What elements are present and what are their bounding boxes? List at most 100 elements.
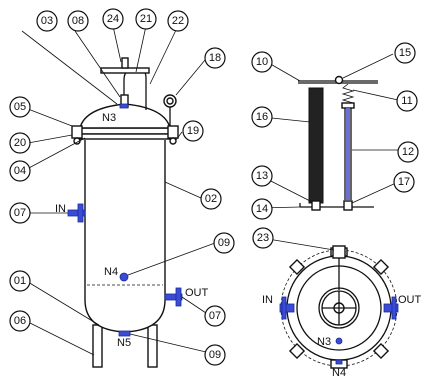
svg-text:12: 12 bbox=[402, 146, 414, 158]
n5-drain bbox=[118, 330, 131, 337]
callout-15: 15 bbox=[394, 42, 416, 64]
outlet-top-flange bbox=[391, 296, 397, 320]
cartridge-assembly bbox=[298, 75, 378, 211]
vessel-shell bbox=[84, 140, 166, 333]
bottom-seal-right bbox=[343, 200, 353, 211]
lug-bl bbox=[288, 342, 306, 360]
lug-tr bbox=[372, 258, 390, 276]
outlet-flange bbox=[175, 287, 182, 307]
inlet-flange bbox=[77, 203, 84, 223]
callout-23: 23 bbox=[252, 227, 274, 249]
top-nut bbox=[334, 75, 344, 85]
callout-06: 06 bbox=[9, 310, 31, 332]
rod-fill bbox=[346, 108, 350, 200]
svg-text:09: 09 bbox=[209, 349, 221, 361]
svg-text:07: 07 bbox=[14, 207, 26, 219]
bottom-seal-left bbox=[311, 200, 321, 211]
main-vessel bbox=[67, 57, 183, 368]
inlet-top-flange bbox=[281, 296, 287, 320]
callout-04: 04 bbox=[9, 160, 31, 182]
callout-02: 02 bbox=[200, 188, 222, 210]
callout-22: 22 bbox=[167, 10, 189, 32]
callout-09b: 09 bbox=[204, 344, 226, 366]
inlet-top bbox=[279, 303, 295, 313]
label-n3-main: N3 bbox=[102, 112, 116, 124]
leg-left bbox=[92, 324, 103, 368]
svg-text:19: 19 bbox=[187, 125, 199, 137]
svg-text:17: 17 bbox=[398, 176, 410, 188]
svg-text:09: 09 bbox=[218, 237, 230, 249]
label-n4-top: N4 bbox=[332, 367, 346, 378]
callout-20: 20 bbox=[9, 132, 31, 154]
svg-text:10: 10 bbox=[256, 56, 268, 68]
svg-text:02: 02 bbox=[205, 193, 217, 205]
svg-text:04: 04 bbox=[14, 165, 26, 177]
n4-port bbox=[119, 272, 129, 282]
callout-11: 11 bbox=[396, 90, 418, 112]
callout-07b: 07 bbox=[204, 305, 226, 327]
label-out-main: OUT bbox=[185, 287, 209, 299]
callout-24: 24 bbox=[102, 8, 124, 30]
svg-text:07: 07 bbox=[209, 310, 221, 322]
filter-cartridge bbox=[308, 87, 324, 204]
svg-text:16: 16 bbox=[256, 111, 268, 123]
svg-text:14: 14 bbox=[256, 203, 268, 215]
callout-bubbles: 03 08 24 21 22 18 05 20 04 19 02 07 09 0… bbox=[9, 8, 419, 366]
n3-top bbox=[335, 337, 343, 345]
callout-12: 12 bbox=[397, 141, 419, 163]
label-n5-main: N5 bbox=[117, 337, 131, 349]
svg-text:06: 06 bbox=[14, 315, 26, 327]
callout-10: 10 bbox=[251, 51, 273, 73]
svg-text:24: 24 bbox=[107, 13, 119, 25]
vent-top bbox=[332, 245, 346, 259]
label-n3-top: N3 bbox=[317, 336, 331, 348]
callout-05: 05 bbox=[9, 96, 31, 118]
callout-18: 18 bbox=[204, 47, 226, 69]
callout-16: 16 bbox=[251, 106, 273, 128]
lug-tl bbox=[288, 258, 306, 276]
svg-text:20: 20 bbox=[14, 137, 26, 149]
lug-br bbox=[372, 342, 390, 360]
callout-17: 17 bbox=[393, 171, 415, 193]
callout-08: 08 bbox=[67, 10, 89, 32]
svg-text:08: 08 bbox=[72, 15, 84, 27]
callout-03: 03 bbox=[36, 10, 58, 32]
spring-seat bbox=[341, 102, 355, 109]
svg-text:21: 21 bbox=[140, 13, 152, 25]
label-out-top: OUT bbox=[398, 294, 422, 306]
svg-text:11: 11 bbox=[401, 95, 412, 107]
callout-09a: 09 bbox=[213, 232, 235, 254]
n4-top bbox=[335, 359, 343, 365]
svg-text:15: 15 bbox=[399, 47, 411, 59]
callout-14: 14 bbox=[251, 198, 273, 220]
top-view bbox=[279, 245, 399, 369]
svg-text:18: 18 bbox=[209, 52, 221, 64]
handwheel bbox=[100, 67, 150, 74]
label-in-main: IN bbox=[55, 203, 66, 215]
lift-ring-hole bbox=[166, 97, 174, 105]
flange-gasket bbox=[79, 133, 171, 140]
handwheel-stem bbox=[121, 57, 129, 69]
clamp-nut-right bbox=[169, 137, 177, 145]
clamp-left bbox=[71, 125, 83, 139]
outlet-top bbox=[383, 303, 399, 313]
flange-lower bbox=[77, 127, 173, 135]
callout-19: 19 bbox=[182, 120, 204, 142]
svg-text:13: 13 bbox=[256, 170, 268, 182]
callout-01: 01 bbox=[9, 270, 31, 292]
callout-21: 21 bbox=[135, 8, 157, 30]
callout-07a: 07 bbox=[9, 202, 31, 224]
label-in-top: IN bbox=[262, 294, 273, 306]
leg-right bbox=[147, 324, 158, 368]
svg-text:05: 05 bbox=[14, 101, 26, 113]
label-n4-main: N4 bbox=[104, 266, 118, 278]
svg-text:01: 01 bbox=[14, 275, 26, 287]
clamp-right bbox=[167, 125, 179, 139]
nozzle-labels: N3 IN N4 OUT N5 IN OUT N3 N4 bbox=[55, 112, 422, 378]
svg-text:22: 22 bbox=[172, 15, 184, 27]
svg-text:23: 23 bbox=[257, 232, 269, 244]
n3-vent bbox=[119, 103, 129, 109]
callout-13: 13 bbox=[251, 165, 273, 187]
